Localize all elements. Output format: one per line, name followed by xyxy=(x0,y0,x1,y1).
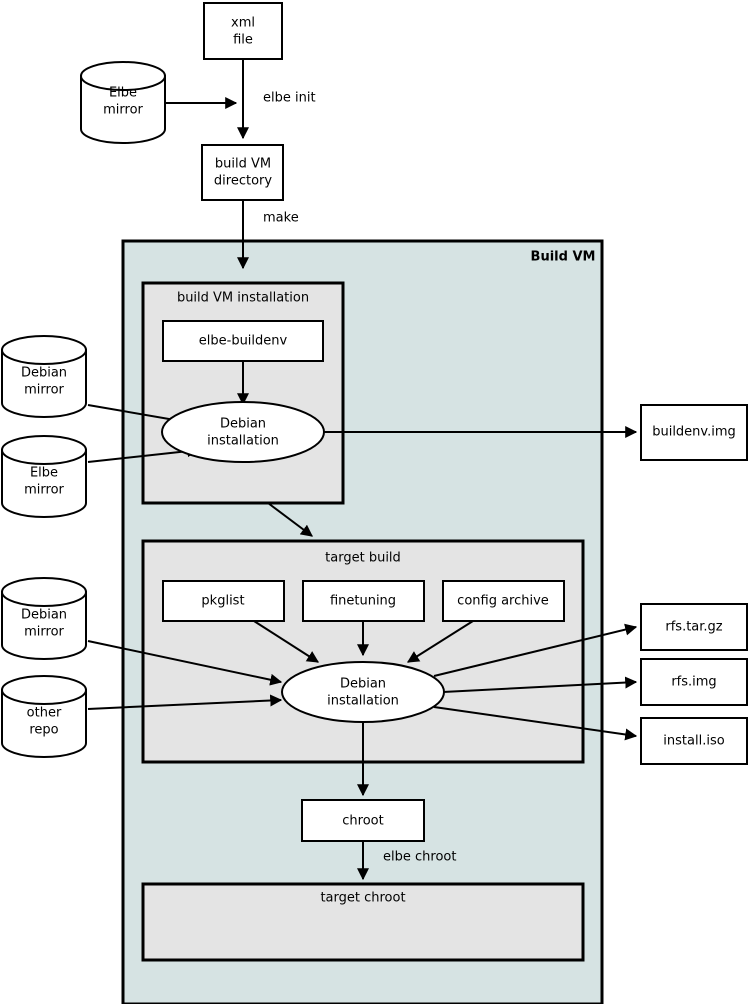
edge-pkglist-to-debianinstall-target xyxy=(253,620,320,663)
node-debian-installation-target[interactable] xyxy=(281,661,445,723)
container-target-build-label: target build xyxy=(325,551,401,566)
edge-otherrepo-to-debianinstall-target xyxy=(87,694,283,710)
edge-debianmirror-to-debianinstall-target xyxy=(87,640,283,686)
edge-configarchive-to-debianinstall-target xyxy=(406,620,474,663)
node-other-repo-label-line2: repo xyxy=(29,723,58,738)
debian-mirror-lower-body xyxy=(1,591,87,660)
node-buildenv-img-label: buildenv.img xyxy=(652,425,736,440)
edge-label-elbe-chroot: elbe chroot xyxy=(383,850,456,865)
edge-label-make: make xyxy=(263,211,299,226)
node-pkglist[interactable] xyxy=(162,580,285,622)
node-config-archive[interactable] xyxy=(442,580,565,622)
node-finetuning[interactable] xyxy=(302,580,425,622)
node-elbe-mirror-top-label-line2: mirror xyxy=(103,103,143,118)
node-other-repo[interactable] xyxy=(1,675,87,758)
container-target-chroot-label: target chroot xyxy=(320,891,405,906)
node-elbe-buildenv-label: elbe-buildenv xyxy=(199,334,288,349)
node-elbe-mirror-top-label-line1: Elbe xyxy=(109,86,137,101)
other-repo-cap xyxy=(1,675,87,705)
container-build-vm-label: Build VM xyxy=(531,250,596,265)
edge-elbemirror-to-debianinstall-vm xyxy=(87,445,200,463)
node-xml-file-label-line2: file xyxy=(233,33,253,48)
node-config-archive-label: config archive xyxy=(457,594,549,609)
node-elbe-buildenv[interactable] xyxy=(162,320,324,362)
node-other-repo-label-line1: other xyxy=(27,706,62,721)
node-xml-file[interactable] xyxy=(203,2,283,60)
node-chroot[interactable] xyxy=(301,799,425,842)
elbe-mirror-lower-cap xyxy=(1,435,87,465)
node-debian-installation-target-label-line1: Debian xyxy=(340,677,386,692)
node-xml-file-label-line1: xml xyxy=(231,16,255,31)
edge-buildvminstall-to-targetbuild xyxy=(267,502,313,537)
node-rfs-tar-gz-label: rfs.tar.gz xyxy=(665,620,722,635)
node-debian-installation-vm-label-line2: installation xyxy=(207,434,279,449)
edge-debianinstall-to-rfstargz xyxy=(433,623,638,677)
node-chroot-label: chroot xyxy=(342,814,383,829)
node-debian-mirror-upper-label-line1: Debian xyxy=(21,366,67,381)
node-install-iso[interactable] xyxy=(640,717,748,765)
edge-debianinstall-to-rfsimg xyxy=(442,676,638,693)
other-repo-body xyxy=(1,689,87,758)
debian-mirror-upper-body xyxy=(1,349,87,418)
debian-mirror-upper-cap xyxy=(1,335,87,365)
container-build-vm-installation-label: build VM installation xyxy=(177,291,309,306)
node-elbe-mirror-top[interactable] xyxy=(80,61,166,144)
elbe-mirror-lower-body xyxy=(1,449,87,518)
node-debian-mirror-upper-label-line2: mirror xyxy=(24,383,64,398)
node-rfs-img-label: rfs.img xyxy=(671,675,716,690)
node-buildenv-img[interactable] xyxy=(640,404,748,461)
node-rfs-img[interactable] xyxy=(640,658,748,706)
debian-mirror-lower-cap xyxy=(1,577,87,607)
elbe-mirror-top-body xyxy=(80,75,166,144)
node-debian-mirror-lower[interactable] xyxy=(1,577,87,660)
node-debian-installation-target-label-line2: installation xyxy=(327,694,399,709)
node-debian-mirror-lower-label-line2: mirror xyxy=(24,625,64,640)
node-elbe-mirror-lower[interactable] xyxy=(1,435,87,518)
elbe-mirror-top-cap xyxy=(80,61,166,91)
edge-debianinstall-to-installiso xyxy=(433,706,638,741)
container-target-chroot xyxy=(141,882,585,962)
node-debian-mirror-lower-label-line1: Debian xyxy=(21,608,67,623)
node-install-iso-label: install.iso xyxy=(663,734,724,749)
node-pkglist-label: pkglist xyxy=(201,594,244,609)
node-build-vm-directory[interactable] xyxy=(201,144,284,201)
node-finetuning-label: finetuning xyxy=(330,594,396,609)
node-elbe-mirror-lower-label-line2: mirror xyxy=(24,483,64,498)
node-rfs-tar-gz[interactable] xyxy=(640,603,748,651)
node-build-vm-directory-label-line2: directory xyxy=(214,174,272,189)
node-build-vm-directory-label-line1: build VM xyxy=(215,157,271,172)
node-debian-installation-vm[interactable] xyxy=(161,401,325,463)
node-debian-mirror-upper[interactable] xyxy=(1,335,87,418)
edge-label-elbe-init: elbe init xyxy=(263,91,316,106)
node-elbe-mirror-lower-label-line1: Elbe xyxy=(30,466,58,481)
node-debian-installation-vm-label-line1: Debian xyxy=(220,417,266,432)
